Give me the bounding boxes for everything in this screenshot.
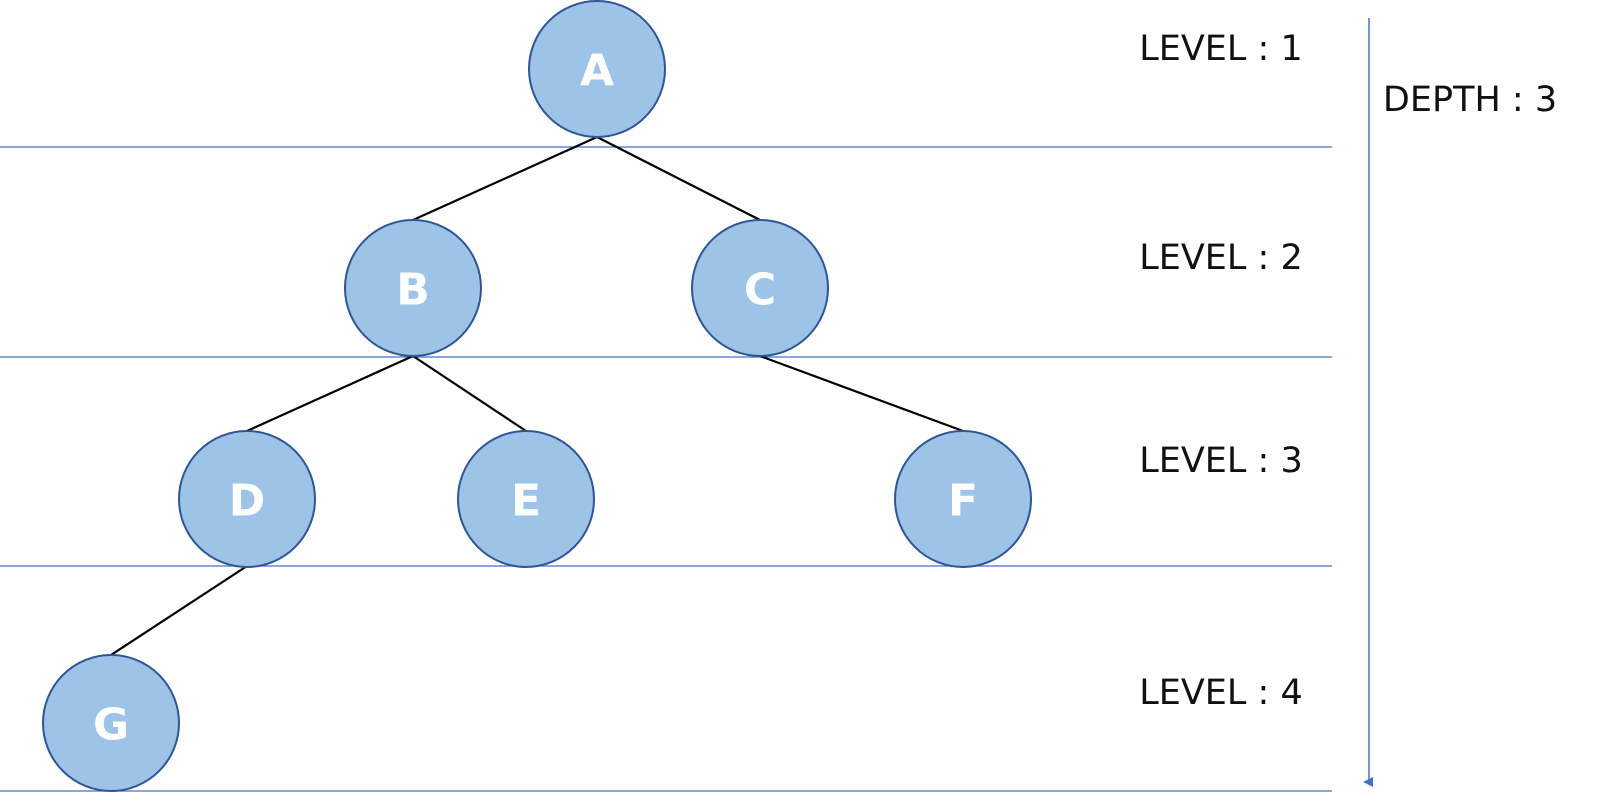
node-d-circle: [178, 430, 316, 568]
level-label-2: LEVEL : 2: [1139, 238, 1302, 278]
node-a-circle: [528, 0, 666, 138]
node-a-label: A: [580, 46, 614, 97]
node-g-label: G: [93, 700, 129, 751]
level-label-1: LEVEL : 1: [1139, 29, 1302, 69]
edge-d-g: [110, 565, 248, 656]
node-f-label: F: [948, 476, 978, 527]
node-c: C: [691, 219, 829, 357]
edge-a-b: [412, 135, 598, 222]
node-a: A: [528, 0, 666, 138]
node-f: F: [894, 430, 1032, 568]
node-g: G: [42, 654, 180, 792]
edge-a-c: [596, 136, 761, 221]
node-b-label: B: [396, 265, 430, 316]
node-c-label: C: [744, 265, 776, 316]
depth-label: DEPTH : 3: [1383, 80, 1557, 120]
node-d-label: D: [229, 476, 266, 527]
level-label-3: LEVEL : 3: [1139, 441, 1302, 481]
edge-b-d: [246, 354, 414, 433]
node-c-circle: [691, 219, 829, 357]
node-b-circle: [344, 219, 482, 357]
node-g-circle: [42, 654, 180, 792]
level-label-4: LEVEL : 4: [1139, 673, 1302, 713]
node-e-label: E: [511, 476, 541, 527]
node-e-circle: [457, 430, 595, 568]
level-dividers: [0, 146, 1332, 792]
edge-b-e: [412, 355, 527, 432]
node-f-circle: [894, 430, 1032, 568]
tree-edges: [110, 135, 964, 656]
node-d: D: [178, 430, 316, 568]
node-e: E: [457, 430, 595, 568]
node-b: B: [344, 219, 482, 357]
edge-c-f: [759, 354, 964, 433]
